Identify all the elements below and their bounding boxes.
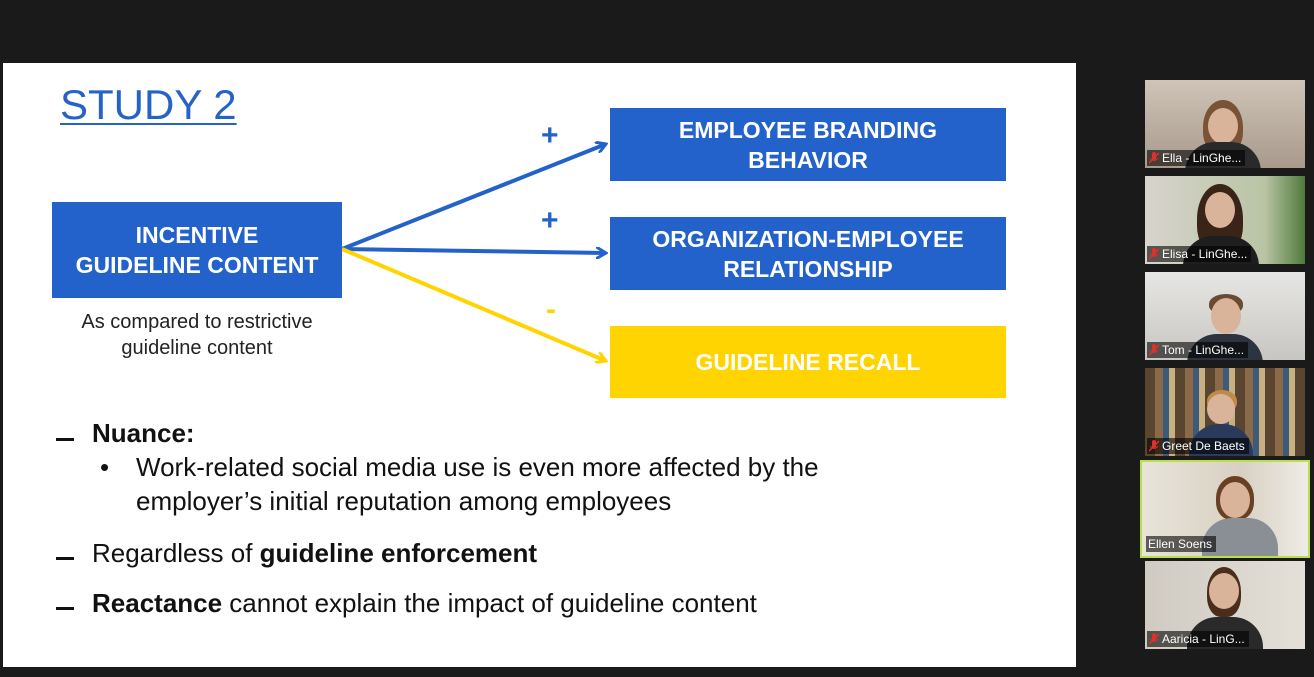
source-caption: As compared to restrictive guideline con… — [81, 311, 313, 359]
arrow-to-recall — [341, 247, 606, 361]
bullet-dash — [56, 557, 74, 560]
sub-bullet-text: Work-related social media use is even mo… — [136, 452, 819, 516]
bullet-enforcement: Regardless of guideline enforcement — [92, 536, 537, 570]
arrow-to-relationship — [341, 249, 606, 253]
participant-face — [1209, 573, 1239, 609]
bullet-dash — [56, 607, 74, 610]
arrow-to-branding — [341, 144, 606, 251]
arrows-diagram — [341, 63, 1076, 667]
bullet-bold-text: guideline enforcement — [259, 538, 538, 568]
participant-name-label: Tom - LinGhe... — [1147, 342, 1249, 358]
participant-tile-tom[interactable]: Tom - LinGhe... — [1145, 272, 1305, 360]
mic-muted-icon — [1149, 633, 1159, 645]
mic-muted-icon — [1149, 152, 1159, 164]
participant-tile-greet[interactable]: Greet De Baets — [1145, 368, 1305, 456]
mic-muted-icon — [1149, 344, 1159, 356]
participant-tile-ellen-active-speaker[interactable]: Ellen Soens — [1140, 460, 1310, 558]
participant-tile-aaricia[interactable]: Aaricia - LinG... — [1145, 561, 1305, 649]
sign-minus-recall: - — [546, 293, 556, 326]
target-box-relationship: ORGANIZATION-EMPLOYEE RELATIONSHIP — [610, 217, 1006, 290]
participant-name-label: Ella - LinGhe... — [1147, 150, 1246, 166]
bullet-bold-text: Reactance — [92, 588, 223, 618]
participant-tile-elisa[interactable]: Elisa - LinGhe... — [1145, 176, 1305, 264]
mic-muted-icon — [1149, 248, 1159, 260]
participant-name-label: Elisa - LinGhe... — [1147, 246, 1252, 262]
participant-name-label: Aaricia - LinG... — [1147, 631, 1249, 647]
bullet-nuance: Nuance: — [92, 418, 195, 448]
participant-face — [1211, 298, 1241, 334]
sub-bullet-dot: • — [100, 452, 110, 482]
participant-name-label: Ellen Soens — [1146, 536, 1217, 552]
target-box-branding: EMPLOYEE BRANDING BEHAVIOR — [610, 108, 1006, 181]
bullet-reactance: Reactance cannot explain the impact of g… — [92, 586, 757, 620]
participant-face — [1205, 192, 1235, 228]
mic-muted-icon — [1149, 440, 1159, 452]
participant-tile-ella[interactable]: Ella - LinGhe... — [1145, 80, 1305, 168]
bullet-text: cannot explain the impact of guideline c… — [222, 588, 757, 618]
participant-face — [1207, 394, 1235, 424]
participant-name-label: Greet De Baets — [1147, 438, 1249, 454]
bullet-text: Regardless of — [92, 538, 260, 568]
sign-plus-relationship: + — [541, 204, 559, 237]
sign-plus-branding: + — [541, 119, 559, 152]
participant-face — [1208, 108, 1238, 144]
participant-face — [1220, 482, 1250, 518]
presentation-slide: STUDY 2 INCENTIVE GUIDELINE CONTENT As c… — [3, 63, 1076, 667]
bullet-dash — [56, 438, 74, 441]
slide-title: STUDY 2 — [60, 81, 237, 128]
source-box-incentive-guideline: INCENTIVE GUIDELINE CONTENT — [52, 202, 342, 298]
target-box-recall: GUIDELINE RECALL — [610, 326, 1006, 398]
